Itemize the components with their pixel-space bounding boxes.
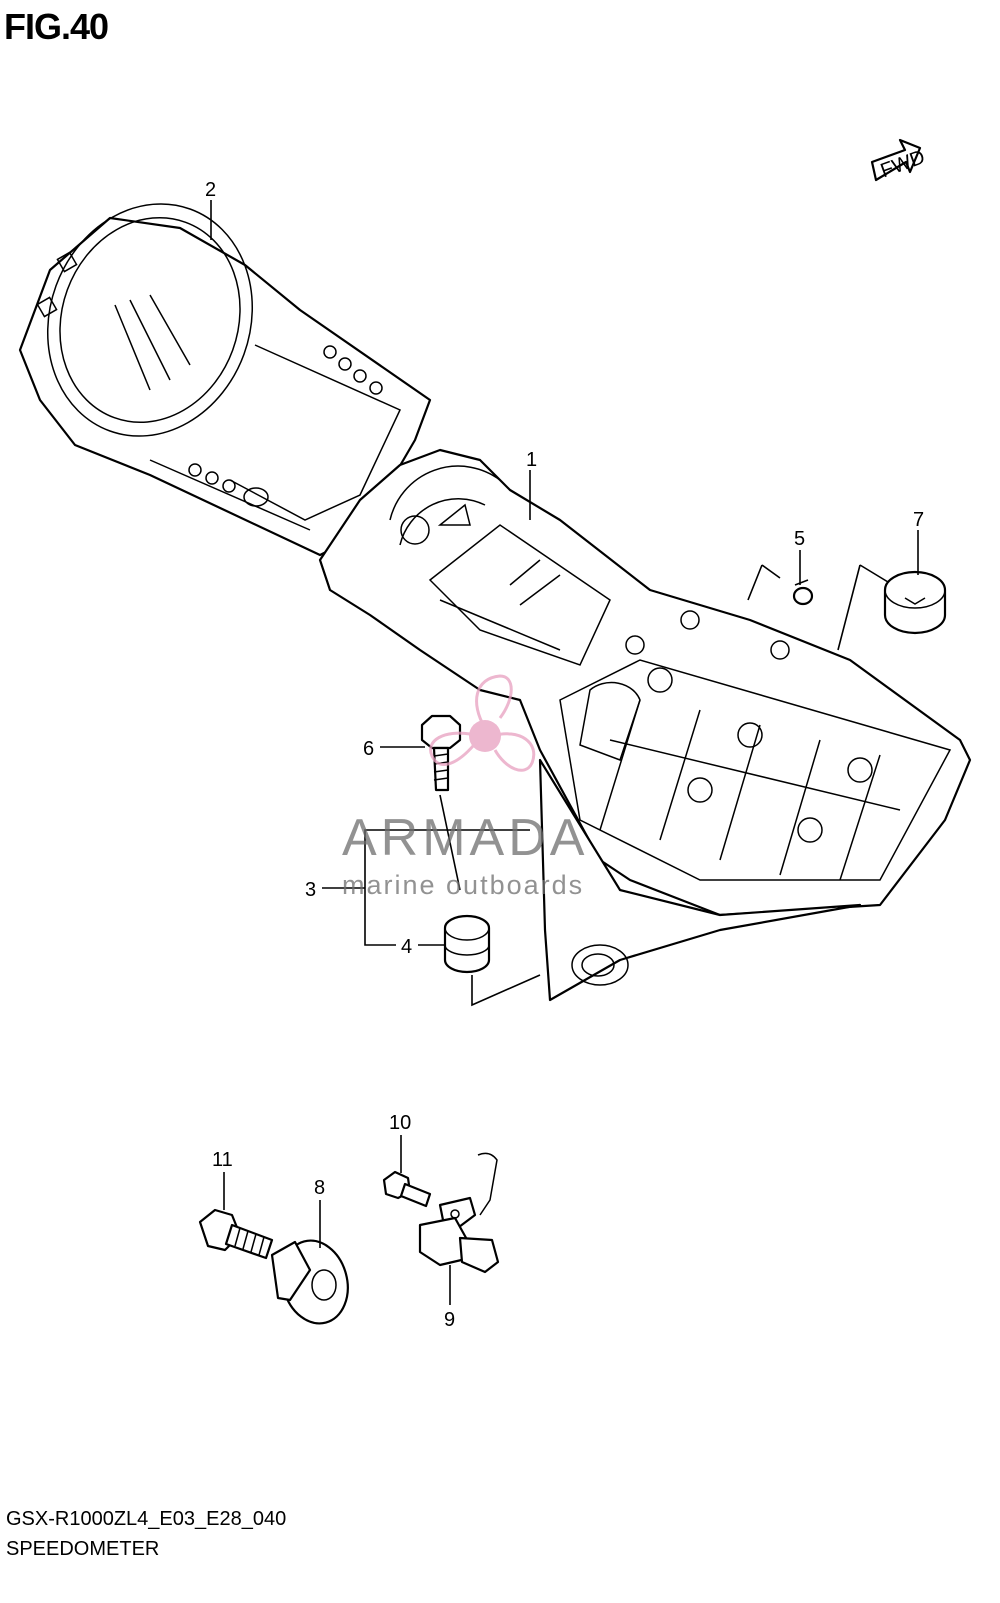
part-7-cushion — [883, 570, 947, 635]
figure-title: FIG.40 — [4, 6, 109, 47]
part-9-speed-sensor — [418, 1152, 500, 1274]
part-4-grommet — [443, 914, 491, 974]
callout-8: 8 — [314, 1177, 325, 1199]
armada-propeller-logo-icon — [429, 674, 536, 772]
callout-1: 1 — [526, 449, 537, 471]
callout-4: 4 — [401, 936, 412, 958]
part-8-collar — [270, 1239, 349, 1325]
callout-3: 3 — [305, 879, 316, 901]
part-1-meter-assembly — [318, 448, 972, 1002]
watermark-tagline: marine outboards — [342, 870, 585, 900]
leader-lines — [210, 200, 919, 1305]
model-code: GSX-R1000ZL4_E03_E28_040 — [6, 1508, 287, 1530]
part-5-screw — [792, 579, 814, 606]
part-10-bolt — [382, 1170, 432, 1208]
part-11-bolt — [198, 1208, 274, 1260]
callout-5: 5 — [794, 528, 805, 550]
callout-10: 10 — [389, 1112, 411, 1134]
callout-9: 9 — [444, 1309, 455, 1331]
callout-6: 6 — [363, 738, 374, 760]
callout-11: 11 — [212, 1149, 233, 1171]
watermark-brand: ARMADA — [342, 809, 589, 867]
callout-7: 7 — [913, 509, 924, 531]
section-name: SPEEDOMETER — [6, 1538, 160, 1560]
callout-2: 2 — [205, 179, 216, 201]
part-2-meter-cover — [18, 203, 432, 557]
fwd-label: FWD — [878, 146, 928, 182]
fwd-arrow-icon: FWD — [870, 138, 928, 182]
